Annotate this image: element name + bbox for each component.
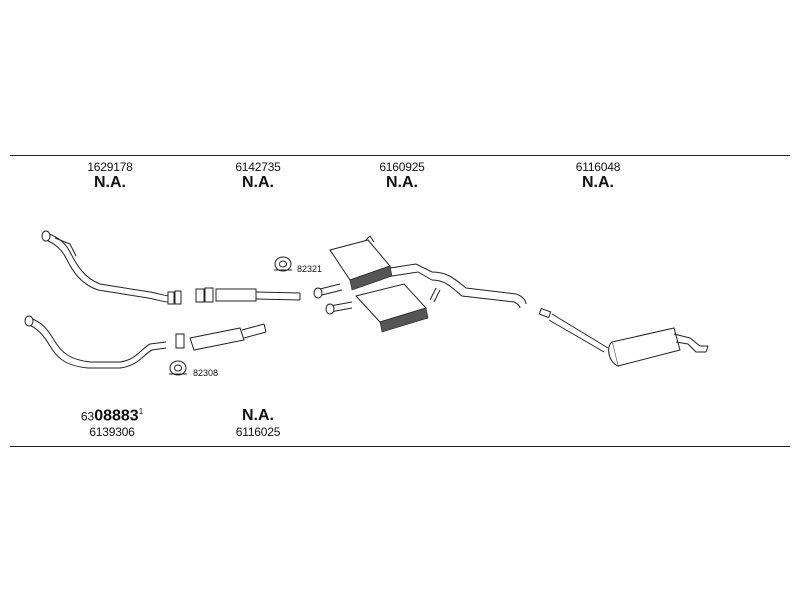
part-status: N.A. xyxy=(94,174,126,191)
front-pipe-upper-drawing xyxy=(41,230,182,305)
catalytic-converter-drawing xyxy=(175,323,267,351)
part-number: 1629178 xyxy=(87,160,133,174)
part-number-prefix: 63 xyxy=(80,409,95,424)
part-status: N.A. xyxy=(242,407,274,424)
part-label-centre-silencer: 6160925 N.A. xyxy=(372,160,432,192)
part-number: 6116025 xyxy=(235,425,281,439)
top-divider-line xyxy=(10,155,790,156)
clamp-lower-drawing xyxy=(169,360,187,376)
bottom-divider-line xyxy=(10,446,790,447)
front-pipe-lower-drawing xyxy=(24,315,167,369)
intermediate-pipe-drawing xyxy=(195,287,301,303)
part-number: 6116048 xyxy=(575,160,621,174)
clamp-upper-drawing xyxy=(274,256,292,272)
part-status: N.A. xyxy=(242,174,274,191)
part-label-catalytic-converter: N.A. 6116025 xyxy=(228,407,288,439)
part-number: 6142735 xyxy=(235,160,281,174)
part-status: N.A. xyxy=(582,174,614,191)
part-number: 6160925 xyxy=(379,160,425,174)
part-label-intermediate-pipe: 6142735 N.A. xyxy=(228,160,288,192)
clamp-label-lower: 82308 xyxy=(193,368,219,378)
part-status: N.A. xyxy=(386,174,418,191)
part-kit-number: 63088831 xyxy=(72,407,152,425)
part-number-main: 08883 xyxy=(94,407,139,425)
part-number: 6139306 xyxy=(89,425,135,440)
part-label-front-pipe-upper: 1629178 N.A. xyxy=(80,160,140,192)
part-label-front-pipe-lower: 63088831 6139306 xyxy=(72,407,152,439)
rear-silencer-drawing xyxy=(538,307,709,367)
clamp-label-upper: 82321 xyxy=(297,264,323,274)
part-number-suffix: 1 xyxy=(138,407,144,416)
part-label-rear-silencer: 6116048 N.A. xyxy=(568,160,628,192)
centre-silencer-drawing xyxy=(313,235,527,333)
